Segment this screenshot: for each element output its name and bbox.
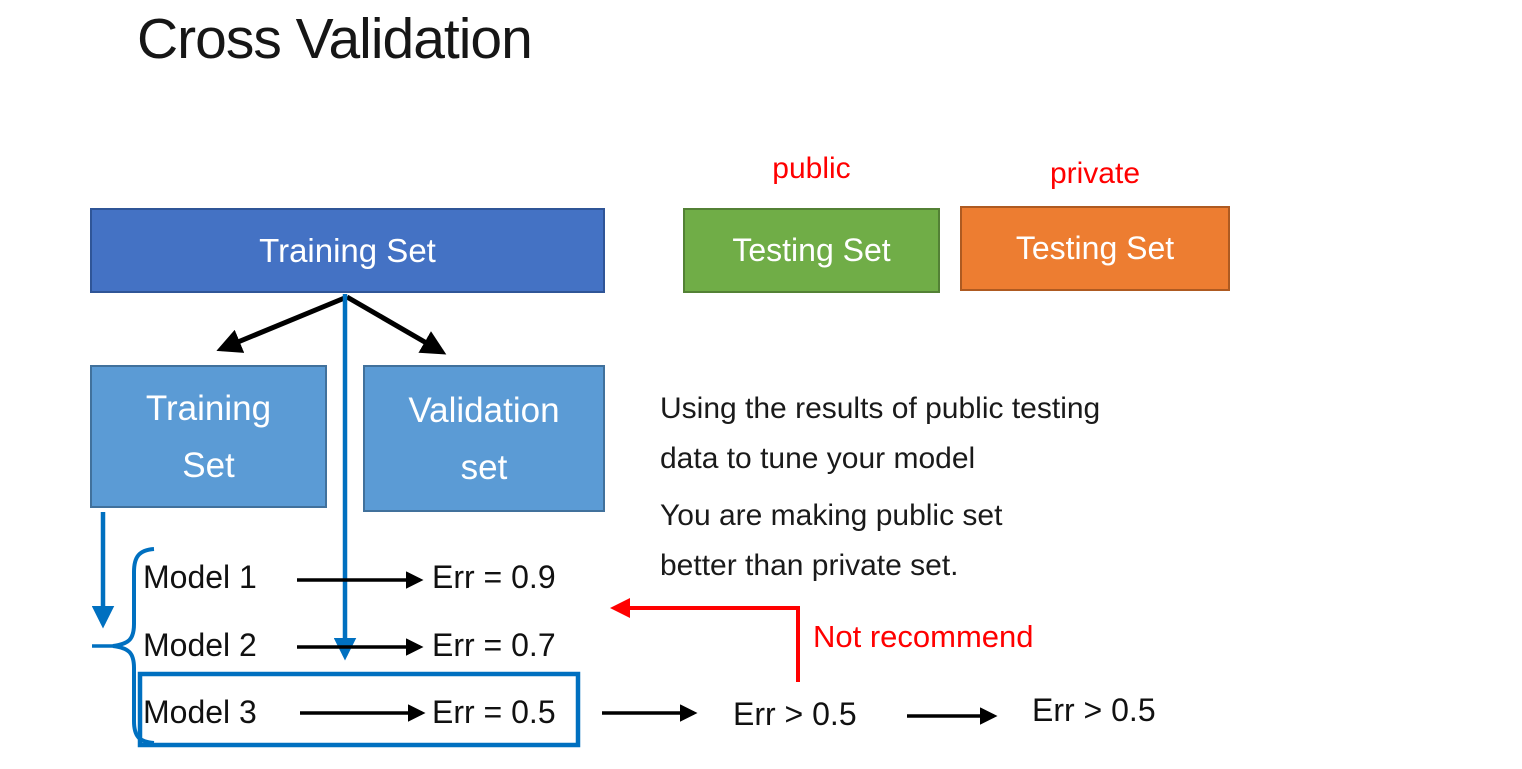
- model-1-label: Model 1: [143, 559, 257, 595]
- validation-set-box: Validation set: [363, 365, 605, 512]
- private-testing-set-box: Testing Set: [960, 206, 1230, 291]
- not-recommend-label: Not recommend: [813, 619, 1034, 654]
- page-title: Cross Validation: [137, 7, 533, 71]
- arrow-split-to-validation: [345, 294, 447, 355]
- training-subset-box: Training Set: [90, 365, 327, 508]
- arrow-split-to-training-sub: [216, 294, 348, 353]
- model-2-label: Model 2: [143, 627, 257, 663]
- training-set-box: Training Set: [90, 208, 605, 293]
- not-recommend-arrow: [610, 598, 800, 682]
- model-3-error: Err = 0.5: [432, 694, 556, 730]
- public-testing-set-box: Testing Set: [683, 208, 940, 293]
- public-label: public: [772, 152, 851, 185]
- private-label: private: [1049, 157, 1141, 190]
- model-2-error: Err = 0.7: [432, 627, 556, 663]
- model-1-error: Err = 0.9: [432, 559, 556, 595]
- public-error-result: Err > 0.5: [733, 696, 857, 732]
- note-public-better: You are making public set better than pr…: [660, 499, 1003, 582]
- note-tune-model: Using the results of public testing data…: [660, 392, 1101, 475]
- model-3-label: Model 3: [143, 694, 257, 730]
- private-error-result: Err > 0.5: [1032, 692, 1156, 728]
